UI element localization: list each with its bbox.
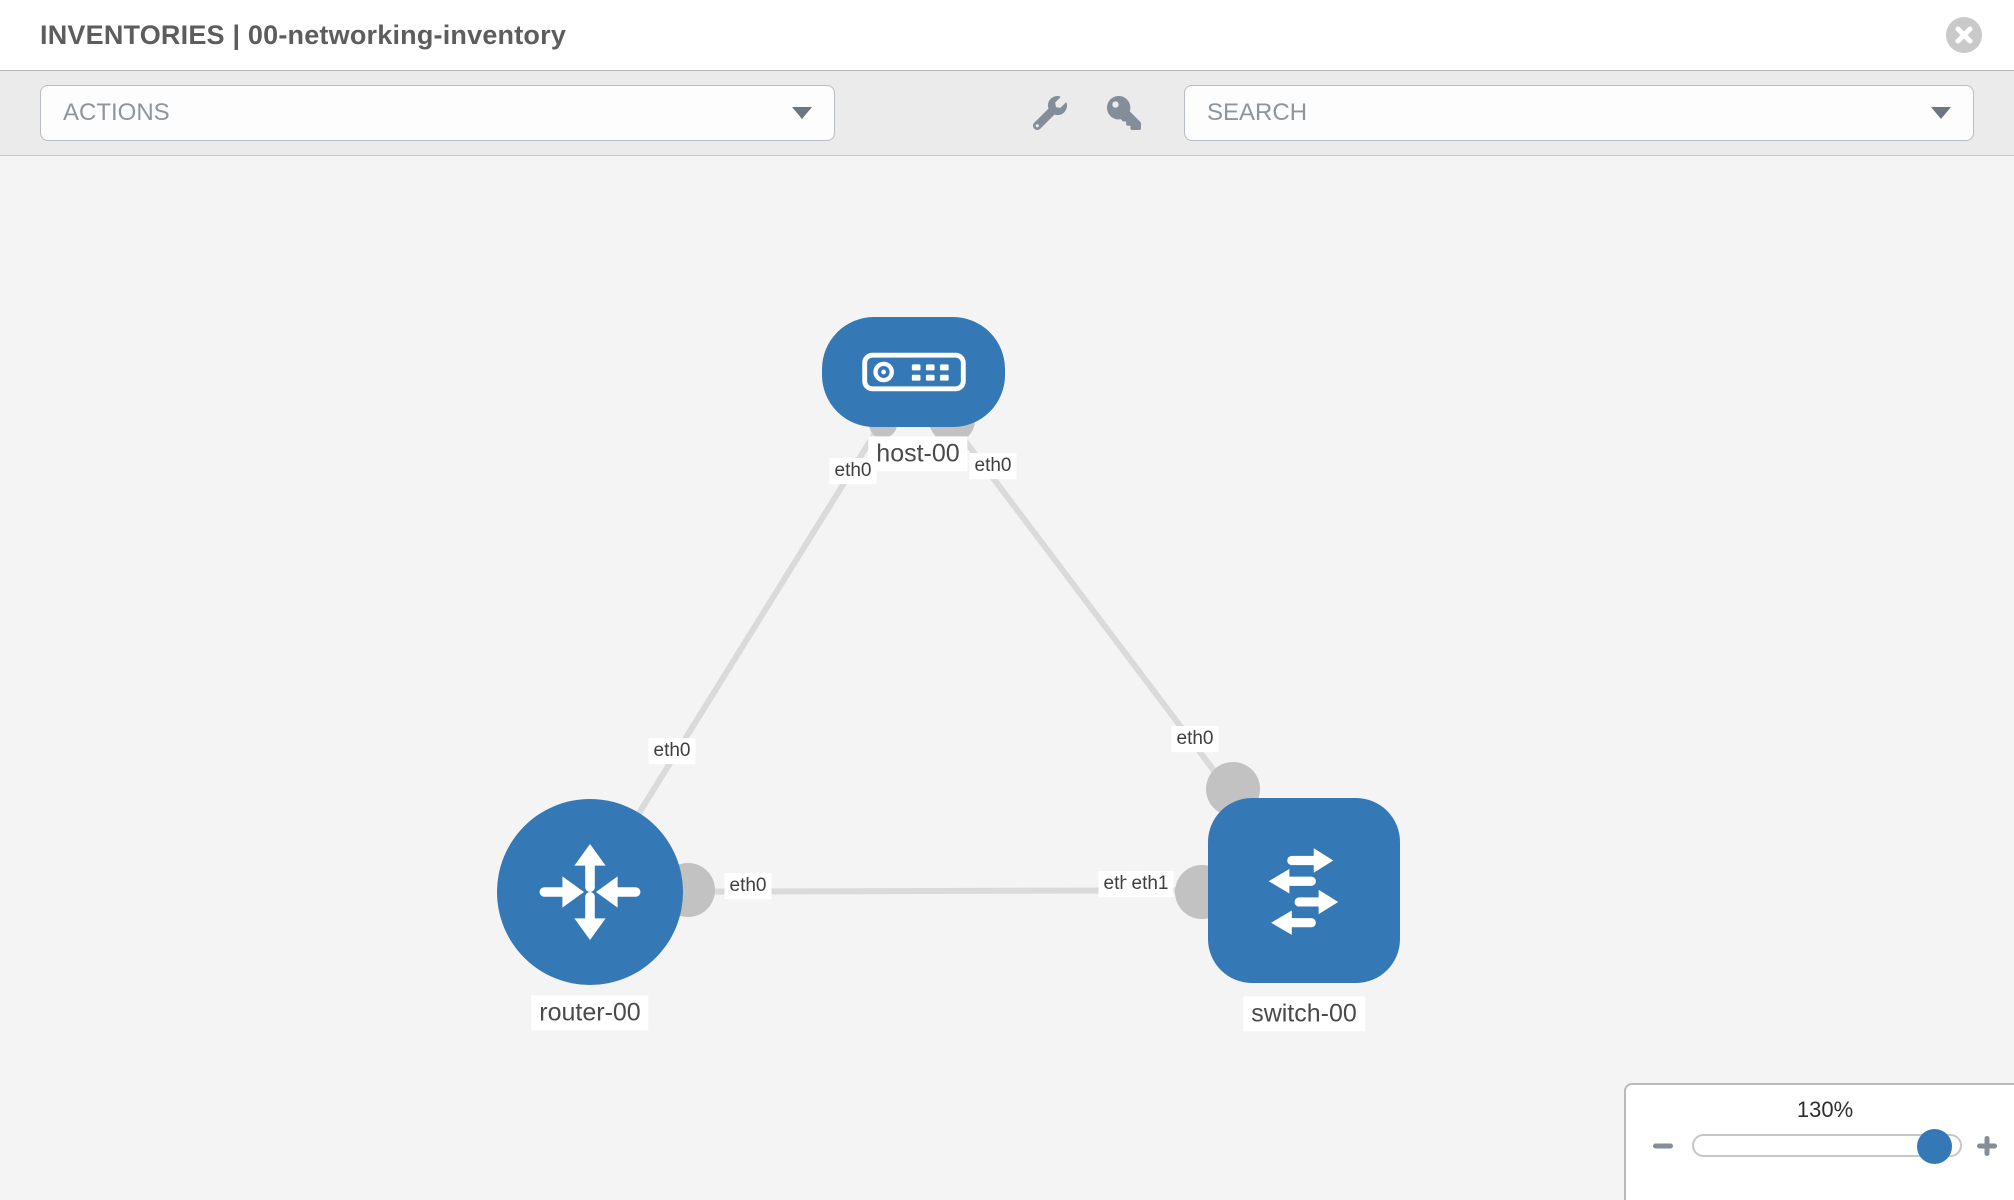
chevron-down-icon [1931,107,1951,119]
node-host-00[interactable] [822,317,1005,427]
node-label-switch: switch-00 [1243,996,1365,1032]
zoom-panel: 130% [1624,1083,2014,1200]
actions-dropdown[interactable]: ACTIONS [40,85,835,141]
wrench-icon [1033,96,1067,130]
close-button[interactable] [1946,17,1982,53]
node-router-00[interactable] [497,799,683,985]
toolbar-icon-group [1031,94,1143,132]
zoom-out-button[interactable] [1646,1129,1680,1163]
page-title: INVENTORIES | 00-networking-inventory [40,19,567,50]
node-switch-00[interactable] [1208,798,1400,983]
interface-label-host-right: eth0 [969,453,1017,479]
zoom-level-value: 130% [1796,1097,1854,1122]
router-icon [530,832,650,952]
links-layer [587,370,1307,919]
node-label-router: router-00 [531,995,649,1031]
host-icon [861,352,966,392]
search-dropdown[interactable]: SEARCH [1184,85,1974,141]
minus-icon [1650,1133,1676,1159]
switch-icon [1243,830,1365,952]
search-placeholder: SEARCH [1207,99,1308,126]
header-bar: INVENTORIES | 00-networking-inventory [0,0,2014,70]
node-label-host: host-00 [868,436,968,472]
zoom-slider-thumb[interactable] [1917,1129,1952,1164]
interface-label-router-uplink: eth0 [648,738,696,764]
topology-canvas[interactable]: host-00 router-00 switch-00 eth0 eth0 et… [0,156,2014,1200]
plus-icon [1974,1133,2000,1159]
zoom-slider[interactable] [1692,1129,1962,1164]
key-icon [1107,96,1141,130]
close-icon [1954,25,1974,45]
credentials-button[interactable] [1105,94,1143,132]
interface-label-host-left: eth0 [829,458,877,484]
zoom-controls-row [1626,1129,2014,1164]
actions-dropdown-label: ACTIONS [63,99,170,126]
toolbar: ACTIONS SEARCH [0,70,2014,156]
zoom-in-button[interactable] [1970,1129,2004,1163]
configure-button[interactable] [1031,94,1069,132]
chevron-down-icon [792,107,812,119]
interface-label-switch-lan: eth1 [1126,871,1174,897]
interface-label-switch-uplink: eth0 [1171,726,1219,752]
interface-label-router-lan: eth0 [724,873,772,899]
